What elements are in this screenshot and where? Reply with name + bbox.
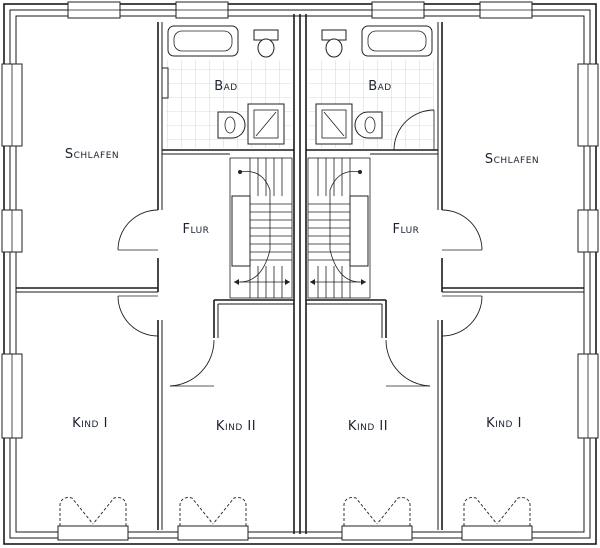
right-staircase	[307, 157, 371, 299]
room-label-kid2: Kind II	[348, 419, 388, 434]
bathtub-icon	[167, 25, 239, 57]
sink-icon	[217, 111, 246, 139]
side-windows	[1, 63, 599, 439]
right-unit-walls	[306, 22, 584, 530]
room-label-kid1: Kind I	[72, 416, 108, 431]
room-label-kid1: Kind I	[486, 416, 522, 431]
top-windows	[67, 1, 533, 19]
left-doors	[117, 209, 215, 387]
party-wall	[293, 14, 307, 534]
right-room-labels: Bad Schlafen Flur Kind II Kind I	[348, 79, 539, 434]
left-room-labels: Bad Schlafen Flur Kind I Kind II	[65, 79, 256, 434]
room-label-hall: Flur	[393, 222, 420, 237]
bathtub-icon	[361, 25, 433, 57]
right-bathroom	[308, 25, 435, 151]
bottom-french-doors	[57, 497, 533, 541]
room-label-bedroom: Schlafen	[485, 152, 539, 167]
room-label-hall: Flur	[183, 222, 210, 237]
sink-icon	[354, 111, 383, 139]
left-bathroom	[161, 25, 292, 148]
right-doors	[385, 209, 483, 387]
room-label-kid2: Kind II	[216, 419, 256, 434]
left-unit-walls	[16, 22, 294, 530]
left-staircase	[229, 157, 293, 299]
room-label-bath: Bad	[368, 79, 392, 94]
room-label-bedroom: Schlafen	[65, 147, 119, 162]
room-label-bath: Bad	[214, 79, 238, 94]
